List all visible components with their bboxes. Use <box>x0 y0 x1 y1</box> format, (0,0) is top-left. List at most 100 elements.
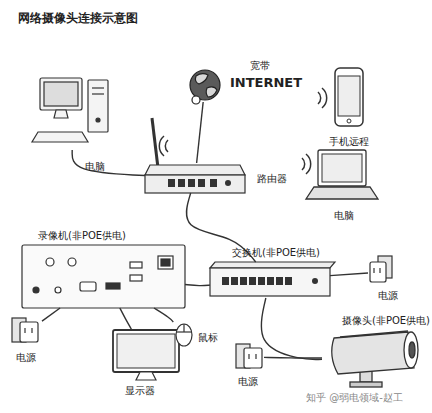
video-recorder <box>158 256 173 269</box>
desktop-computer <box>32 132 88 142</box>
cable <box>154 308 173 322</box>
cable <box>72 150 145 176</box>
video-recorder <box>106 283 120 289</box>
router <box>168 179 231 187</box>
diagram-title: 网络摄像头连接示意图 <box>18 12 138 26</box>
device-label: 宽带 <box>250 60 270 72</box>
desktop-computer <box>32 78 108 142</box>
video-recorder <box>22 245 185 308</box>
device-label: 交换机(非POE供电) <box>232 247 320 259</box>
video-recorder <box>46 258 54 266</box>
video-recorder <box>55 287 61 293</box>
power-adapter <box>373 268 374 273</box>
bullet-camera <box>350 382 382 387</box>
mobile-phone <box>335 68 363 126</box>
power-adapter <box>31 328 32 333</box>
device: 路由器 <box>145 163 245 193</box>
device: 摄像头(非POE供电) <box>322 330 422 386</box>
video-recorder <box>130 262 142 268</box>
device: 交换机(非POE供电) <box>210 262 330 298</box>
mobile-phone <box>338 76 360 116</box>
power-adapter <box>244 348 262 368</box>
device-label: 摄像头(非POE供电) <box>342 315 430 327</box>
router <box>145 165 245 175</box>
router <box>198 179 205 187</box>
wireless-signal <box>318 92 321 104</box>
network-switch <box>312 278 318 284</box>
router <box>188 179 195 187</box>
power-adapter <box>255 354 256 359</box>
wireless-signal <box>159 136 164 156</box>
power-adapter <box>20 322 38 342</box>
router <box>168 179 175 187</box>
network-switch <box>231 277 238 285</box>
device: 鼠标 <box>172 322 196 348</box>
display-monitor <box>117 334 175 368</box>
mobile-phone <box>335 68 363 126</box>
wireless-signal <box>322 88 327 108</box>
device-label: 电脑 <box>85 161 105 173</box>
computer-mouse <box>176 331 192 332</box>
network-switch <box>222 277 229 285</box>
display-monitor <box>113 330 179 380</box>
desktop-computer <box>96 118 100 122</box>
router <box>145 175 245 193</box>
device: 显示器 <box>113 330 179 380</box>
device-label: 电源 <box>378 290 398 302</box>
desktop-computer <box>44 82 78 106</box>
network-switch <box>210 262 335 296</box>
desktop-computer <box>40 78 82 110</box>
video-recorder <box>161 259 170 266</box>
bullet-camera <box>340 331 408 337</box>
laptop <box>306 150 378 199</box>
network-switch <box>276 277 283 285</box>
device-label: 手机远程 <box>329 136 369 148</box>
router <box>178 179 185 187</box>
video-recorder <box>130 275 142 281</box>
network-switch <box>258 277 265 285</box>
wireless-signal <box>159 88 326 174</box>
desktop-computer <box>88 80 108 132</box>
power-adapter <box>379 268 380 273</box>
laptop <box>318 150 366 186</box>
cable <box>197 102 204 163</box>
video-recorder <box>68 258 76 266</box>
power-adapter <box>24 328 25 333</box>
device: 电源 <box>236 342 264 372</box>
router <box>210 179 217 187</box>
bullet-camera <box>404 332 418 368</box>
cable <box>120 308 132 330</box>
internet-globe <box>206 87 217 97</box>
network-switch <box>240 277 247 285</box>
device: 电源 <box>12 318 42 346</box>
cable <box>264 357 322 359</box>
cable <box>42 308 60 321</box>
computer-mouse <box>183 324 184 332</box>
device-label: 显示器 <box>125 385 155 397</box>
mobile-phone <box>347 119 351 123</box>
device-label: 电源 <box>238 376 258 388</box>
power-adapter <box>370 262 386 282</box>
device-label: 电脑 <box>334 210 354 222</box>
network-switch <box>267 277 274 285</box>
bullet-camera <box>332 332 414 374</box>
device: 手机远程 <box>333 68 363 128</box>
video-recorder <box>80 282 96 291</box>
device-label: 电源 <box>16 352 36 364</box>
video-recorder <box>33 287 39 293</box>
cable <box>261 298 322 360</box>
bullet-camera <box>409 342 415 358</box>
device: 录像机(非POE供电) <box>22 245 185 308</box>
internet-globe <box>192 96 200 104</box>
video-recorder <box>22 245 185 308</box>
desktop-computer <box>92 93 104 94</box>
device-label: 录像机(非POE供电) <box>38 230 126 242</box>
router <box>152 118 158 168</box>
cable <box>330 273 368 276</box>
internet-globe <box>195 74 208 84</box>
network-switch <box>210 262 335 268</box>
device-label: 路由器 <box>257 173 287 185</box>
router <box>225 180 231 186</box>
